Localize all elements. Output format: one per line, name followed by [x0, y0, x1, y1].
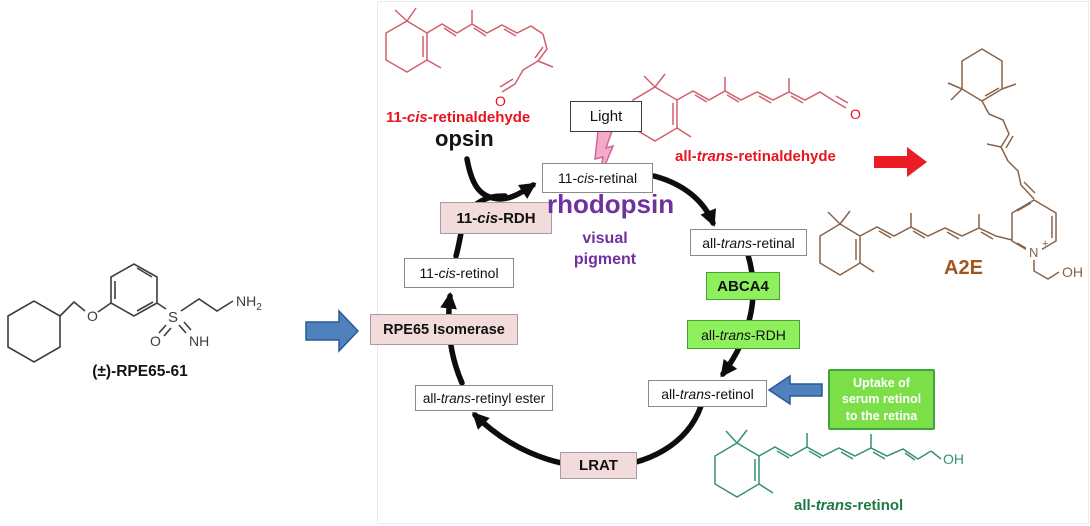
label-text: all-	[661, 385, 680, 402]
arrow-opsin-to-cis-retinal	[464, 156, 537, 202]
label-text: -retinaldehyde	[733, 148, 836, 165]
atom-o: O	[495, 93, 506, 109]
label-text: -retinol	[711, 385, 754, 402]
label-text: -retinol	[852, 497, 904, 514]
cis-retinal-box: 11-cis-retinal	[542, 163, 653, 193]
label-text: all-	[701, 326, 720, 343]
label-text: Light	[589, 108, 623, 125]
atom-o: O	[87, 308, 98, 324]
label-text: -retinal	[594, 170, 638, 186]
atom-nh2: NH2	[236, 293, 262, 313]
label-text-italic: cis	[577, 170, 595, 186]
abca4-box: ABCA4	[706, 272, 780, 300]
atom-o: O	[850, 106, 861, 122]
trans-retinol-label: all-trans-retinol	[794, 497, 903, 514]
label-text: all-	[794, 497, 816, 514]
label-text: all-	[702, 234, 721, 251]
rpe65-isomerase-box: RPE65 Isomerase	[370, 314, 518, 345]
label-text: all-	[422, 390, 441, 406]
trans-retinyl-ester-box: all-trans-retinyl ester	[415, 385, 553, 411]
compound-name-label: (±)-RPE65-61	[92, 363, 188, 380]
uptake-line1: Uptake of	[853, 376, 910, 391]
visual-pigment-line2: pigment	[573, 251, 637, 268]
atom-plus: +	[1042, 238, 1048, 250]
label-text-italic: cis	[477, 209, 499, 227]
uptake-line2: serum retinol	[841, 392, 922, 407]
label-text: LRAT	[579, 457, 618, 474]
a2e-label: A2E	[944, 257, 983, 279]
label-text: 11-	[557, 170, 578, 186]
arc-cis-retinal-to-trans-retinal	[651, 173, 716, 227]
visual-pigment-label: visual pigment	[550, 228, 660, 270]
label-text: all-	[675, 148, 697, 165]
atom-oh: OH	[943, 451, 964, 467]
diagram-frame	[377, 1, 1089, 524]
atom-n: N	[1029, 245, 1038, 260]
label-text-italic: cis	[438, 265, 456, 281]
arc-trans-retinal-to-trans-retinol	[720, 252, 756, 378]
label-text: 11-	[386, 109, 407, 126]
label-text-italic: trans	[440, 390, 471, 406]
label-text: -retinyl ester	[470, 390, 546, 406]
trans-retinaldehyde-label: all-trans-retinaldehyde	[675, 148, 836, 165]
atom-nh: NH	[189, 333, 209, 349]
label-text: ABCA4	[717, 277, 769, 295]
label-text-italic: trans	[815, 497, 853, 514]
label-text: 11-	[419, 265, 439, 281]
trans-retinaldehyde-structure: O	[632, 73, 861, 142]
cis-retinaldehyde-label: 11-cis-retinaldehyde	[386, 109, 530, 126]
trans-retinol-structure: OH	[714, 429, 964, 498]
a2e-structure: N + OH	[819, 48, 1083, 280]
label-text: -RDH	[750, 326, 786, 343]
rhodopsin-label: rhodopsin	[547, 189, 675, 219]
cis-rdh-box: 11-cis-RDH	[440, 202, 552, 234]
uptake-line3: to the retina	[845, 408, 918, 423]
rpe65-61-structure: O S O NH NH2	[7, 263, 262, 363]
label-text-italic: trans	[719, 326, 751, 343]
label-text: -retinol	[455, 265, 499, 281]
light-box: Light	[570, 101, 642, 132]
red-arrow-to-a2e	[874, 147, 927, 177]
blue-arrow-compound-to-cycle	[305, 309, 360, 353]
label-text: -retinaldehyde	[427, 109, 531, 126]
atom-o: O	[150, 333, 161, 349]
atom-oh: OH	[1062, 264, 1083, 280]
label-text-italic: trans	[696, 148, 734, 165]
label-text-italic: cis	[406, 109, 428, 126]
uptake-serum-retinol-box: Uptake of serum retinol to the retina	[828, 369, 935, 430]
cis-retinol-box: 11-cis-retinol	[404, 258, 514, 288]
blue-arrow-uptake-to-retinol	[767, 374, 823, 406]
label-text: -retinal	[752, 234, 795, 251]
label-text-italic: trans	[720, 234, 752, 251]
visual-pigment-line1: visual	[582, 230, 628, 247]
label-text: RPE65 Isomerase	[383, 321, 505, 338]
opsin-label: opsin	[435, 126, 494, 151]
atom-s: S	[168, 309, 178, 326]
label-text: -RDH	[498, 209, 536, 227]
cis-retinaldehyde-structure: O	[385, 7, 554, 109]
trans-retinol-box: all-trans-retinol	[648, 380, 767, 407]
label-text: 11-	[456, 209, 478, 227]
label-text-italic: trans	[679, 385, 711, 402]
trans-retinal-box: all-trans-retinal	[690, 229, 807, 256]
lrat-box: LRAT	[560, 452, 637, 479]
trans-rdh-box: all-trans-RDH	[687, 320, 800, 349]
